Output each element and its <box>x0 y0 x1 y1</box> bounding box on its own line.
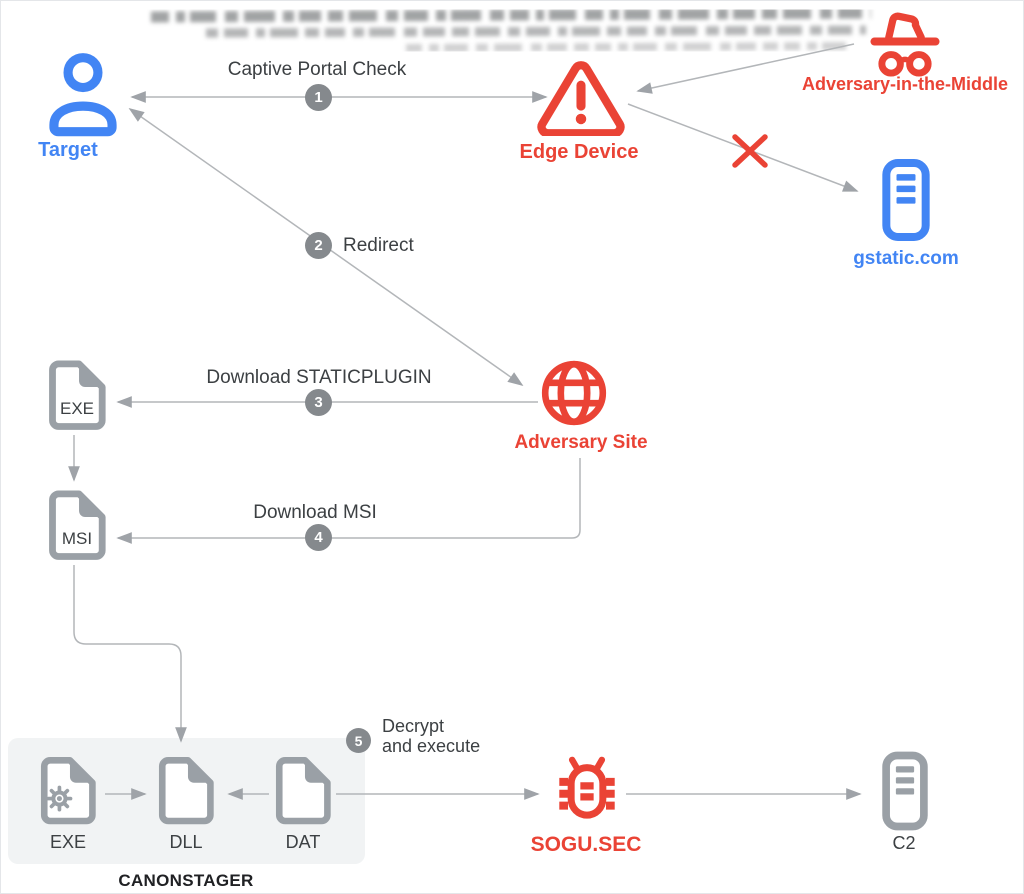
step2-label: Redirect <box>343 235 414 256</box>
exe-file-text: EXE <box>59 399 95 418</box>
person-icon <box>49 53 117 137</box>
msi-file-text: MSI <box>61 529 93 548</box>
edge-device-label: Edge Device <box>519 141 639 163</box>
incognito-icon <box>870 12 940 77</box>
step5-line2: and execute <box>382 736 481 756</box>
blocked-x-icon <box>732 134 768 168</box>
step1-label: Captive Portal Check <box>227 59 407 80</box>
aitm-label: Adversary-in-the-Middle <box>801 74 1009 94</box>
step2-badge: 2 <box>305 232 332 259</box>
canonstager-dat-label: DAT <box>285 832 321 852</box>
c2-label: C2 <box>892 833 916 853</box>
file-msi-icon <box>45 488 109 561</box>
gear-glyph <box>46 785 73 812</box>
bug-icon <box>559 756 615 819</box>
canonstager-dll-label: DLL <box>169 832 203 852</box>
file-dll-icon <box>155 755 217 825</box>
file-exe-icon <box>45 358 109 431</box>
adversary-site-label: Adversary Site <box>514 432 648 453</box>
step5-line1: Decrypt <box>382 716 445 736</box>
file-exe-gear-icon <box>37 755 99 825</box>
canonstager-exe-label: EXE <box>49 832 87 852</box>
illegible-watermark-artifact <box>150 7 872 52</box>
gstatic-server-icon <box>882 158 930 242</box>
step1-badge: 1 <box>305 84 332 111</box>
file-dat-icon <box>272 755 334 825</box>
edge-aitm-to-edge-device <box>636 43 855 94</box>
step3-label: Download STATICPLUGIN <box>206 367 432 388</box>
globe-icon <box>541 360 607 426</box>
canonstager-label: CANONSTAGER <box>118 871 254 890</box>
step4-label: Download MSI <box>253 502 377 523</box>
warning-triangle-icon <box>537 61 625 136</box>
sogu-label: SOGU.SEC <box>530 833 642 856</box>
step5-label: Decrypt and execute <box>382 716 522 756</box>
step3-badge: 3 <box>305 389 332 416</box>
step5-badge: 5 <box>346 728 371 753</box>
gstatic-label: gstatic.com <box>853 248 959 269</box>
step4-badge: 4 <box>305 524 332 551</box>
edge-msi-to-dll <box>73 565 187 743</box>
edge-download-msi <box>116 458 581 544</box>
target-label: Target <box>38 139 98 161</box>
c2-server-icon <box>882 751 928 831</box>
